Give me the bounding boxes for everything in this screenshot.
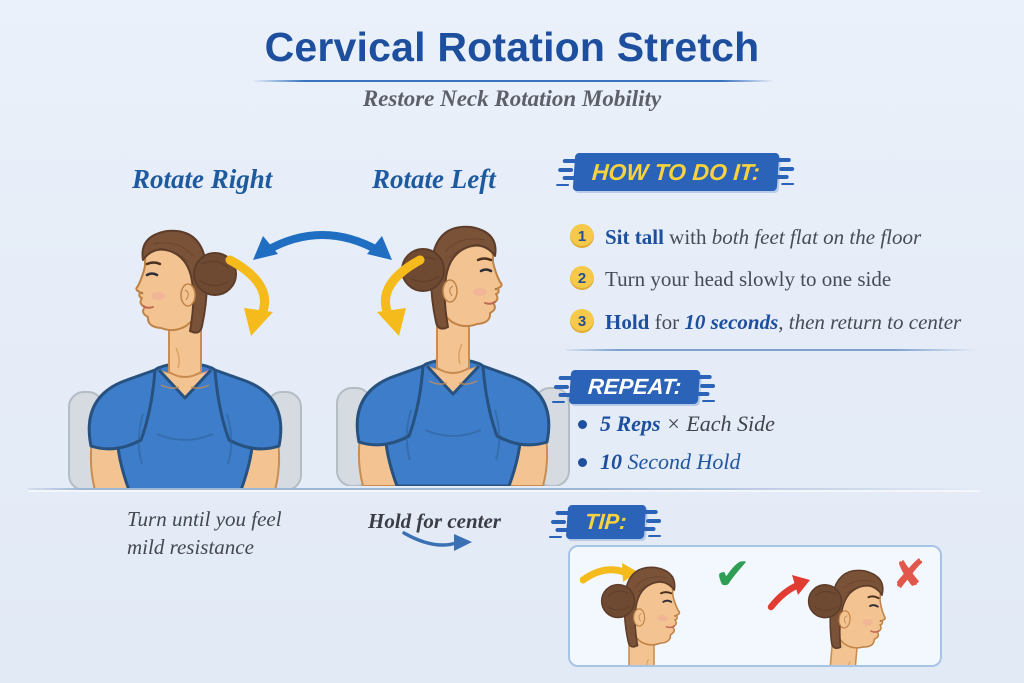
return-to-center-arrow-icon xyxy=(402,531,472,551)
how-to-do-it-badge: HOW TO DO IT: xyxy=(572,153,780,191)
neck-rotation-arrow-left-icon xyxy=(225,255,273,336)
step-1-text: Sit tall with both feet flat on the floo… xyxy=(605,225,922,249)
jerky-turn-arrow-icon xyxy=(767,575,810,611)
repeat-item-hold: 10 Second Hold xyxy=(578,449,741,475)
caption-line-1: Turn until you feel xyxy=(127,507,282,531)
rotation-double-arrow-icon xyxy=(253,231,392,260)
step-3-text: Hold for 10 seconds, then return to cent… xyxy=(605,310,962,334)
caption-line-2: mild resistance xyxy=(127,535,254,560)
step-1-number-badge: 1 xyxy=(570,224,594,248)
title-underline xyxy=(252,80,774,82)
tip-heading: TIP: xyxy=(584,509,628,534)
step-2-number-badge: 2 xyxy=(570,266,594,290)
rotate-right-label: Rotate Right xyxy=(132,164,273,194)
step-3: 3 Hold for 10 seconds, then return to ce… xyxy=(570,309,961,335)
page-title: Cervical Rotation Stretch xyxy=(264,24,760,70)
repeat-item-text: 10 Second Hold xyxy=(600,449,741,474)
how-to-do-it-heading: HOW TO DO IT: xyxy=(591,158,761,185)
gentle-turn-arrow-icon xyxy=(580,563,636,584)
bullet-icon xyxy=(578,419,587,429)
tip-comparison-box: ✔ ✘ xyxy=(568,545,942,667)
repeat-heading: REPEAT: xyxy=(587,374,683,399)
neck-rotation-arrow-right-icon xyxy=(377,255,425,336)
section-divider xyxy=(566,349,978,351)
woman-rotate-left-illustration xyxy=(336,225,570,486)
check-icon: ✔ xyxy=(714,549,751,600)
woman-rotate-right-illustration xyxy=(68,229,302,490)
repeat-item-reps: 5 Reps × Each Side xyxy=(578,411,775,437)
tip-badge: TIP: xyxy=(565,505,646,539)
repeat-badge: REPEAT: xyxy=(568,370,701,404)
rotate-right-caption: Turn until you feel mild resistance xyxy=(127,505,282,562)
rotate-left-label: Rotate Left xyxy=(372,164,496,194)
page-subtitle: Restore Neck Rotation Mobility xyxy=(362,86,662,111)
bullet-icon xyxy=(578,457,587,467)
step-1: 1 Sit tall with both feet flat on the fl… xyxy=(570,224,921,250)
step-2-text: Turn your head slowly to one side xyxy=(605,267,892,291)
repeat-item-text: 5 Reps × Each Side xyxy=(600,411,775,436)
cross-icon: ✘ xyxy=(892,552,926,598)
table-edge-line xyxy=(28,488,980,490)
rotate-left-caption: Hold for center xyxy=(368,509,501,533)
step-2: 2 Turn your head slowly to one side xyxy=(570,266,891,292)
step-3-number-badge: 3 xyxy=(570,309,594,333)
